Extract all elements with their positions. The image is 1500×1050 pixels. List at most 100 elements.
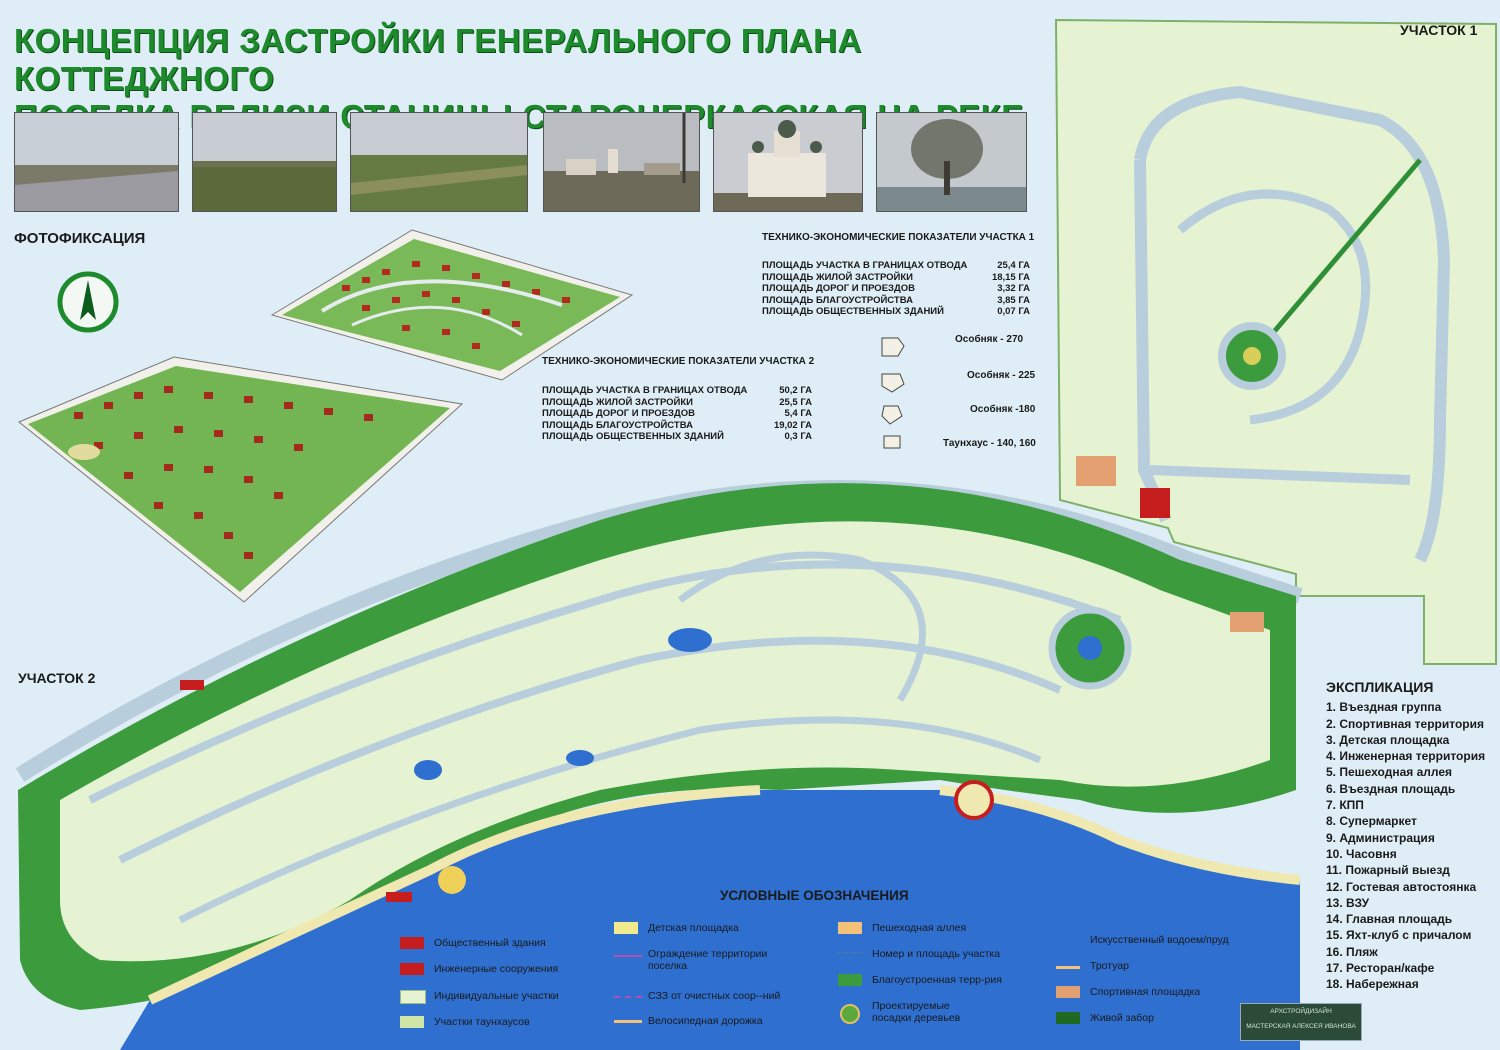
tep2-title: ТЕХНИКО-ЭКОНОМИЧЕСКИЕ ПОКАЗАТЕЛИ УЧАСТКА… [542, 356, 815, 367]
tep1-title: ТЕХНИКО-ЭКОНОМИЧЕСКИЕ ПОКАЗАТЕЛИ УЧАСТКА… [762, 232, 1035, 243]
legend-label: Пешеходная аллея [872, 922, 967, 934]
pond [668, 628, 712, 652]
explication-item: 13. ВЗУ [1326, 895, 1370, 910]
explication-item: 8. Супермаркет [1326, 814, 1417, 829]
lot-number-icon [838, 952, 862, 957]
site-2-label: УЧАСТОК 2 [18, 670, 96, 686]
legend-label: Номер и площадь участка [872, 948, 1001, 960]
legend-swatch-townhouse [400, 1016, 424, 1028]
explication-item: 6. Въездная площадь [1326, 781, 1456, 796]
site-1-public-building [1140, 488, 1170, 518]
legend-label: Велосипедная дорожка [648, 1015, 763, 1027]
house-type-180: Особняк -180 [970, 404, 1036, 415]
explication-item: 10. Часовня [1326, 846, 1397, 861]
legend-title: УСЛОВНЫЕ ОБОЗНАЧЕНИЯ [720, 888, 909, 903]
site-1-label: УЧАСТОК 1 [1400, 22, 1478, 38]
legend-swatch-engineering [400, 963, 424, 975]
legend-label: Искусственный водоем/пруд [1090, 934, 1229, 946]
photo-field-road [14, 112, 179, 212]
legend-label: Проектируемые посадки деревьев [872, 1000, 961, 1024]
tree-icon [840, 1004, 860, 1024]
explication-item: 2. Спортивная территория [1326, 716, 1484, 731]
photo-church [713, 112, 863, 212]
explication-item: 14. Главная площадь [1326, 912, 1453, 927]
aerial-render-site-2 [18, 356, 464, 603]
site-1-central-circle [1218, 322, 1286, 390]
explication-item: 7. КПП [1326, 798, 1364, 813]
legend-label: Тротуар [1090, 960, 1130, 972]
yacht-club [438, 866, 466, 894]
legend-label: Индивидуальные участки [434, 990, 559, 1002]
legend-label: Инженерные сооружения [434, 963, 559, 975]
explication-item: 12. Гостевая автостоянка [1326, 879, 1477, 894]
explication-item: 15. Яхт-клуб с причалом [1326, 928, 1472, 943]
legend-swatch-pond [1056, 934, 1080, 946]
north-arrow-icon [57, 271, 119, 333]
legend-label: Ограждение территории поселка [648, 948, 768, 972]
title-line-1: КОНЦЕПЦИЯ ЗАСТРОЙКИ ГЕНЕРАЛЬНОГО ПЛАНА К… [14, 22, 862, 97]
house-type-225: Особняк - 225 [967, 370, 1036, 381]
explication-item: 9. Администрация [1326, 830, 1435, 845]
explication-list: ЭКСПЛИКАЦИЯ 1. Въездная группа 2. Спорти… [1326, 679, 1496, 993]
bike-path-icon [614, 1020, 642, 1023]
fence-line-icon [614, 955, 642, 957]
house-type-270: Особняк - 270 [955, 334, 1024, 345]
photos-label: ФОТОФИКСАЦИЯ [14, 230, 146, 247]
explication-item: 18. Набережная [1326, 977, 1419, 992]
legend-swatch-hedge [1056, 1012, 1080, 1024]
legend-label: Детская площадка [648, 922, 739, 934]
house-type-townhouse: Таунхаус - 140, 160 [943, 438, 1036, 449]
photo-village [543, 112, 700, 212]
aerial-render-site-1 [270, 229, 634, 381]
photo-river-tree [876, 112, 1027, 212]
explication-title: ЭКСПЛИКАЦИЯ [1326, 679, 1434, 695]
explication-item: 3. Детская площадка [1326, 732, 1450, 747]
townhouse-icon [883, 435, 901, 449]
studio-credit-logo: АРХСТРОЙДИЗАЙН МАСТЕРСКАЯ АЛЕКСЕЯ ИВАНОВ… [1240, 1003, 1362, 1041]
site-1-sport-ground [1076, 456, 1116, 486]
house-270-icon [881, 337, 905, 357]
site-1-area [1054, 18, 1497, 665]
river [120, 790, 1300, 1050]
legend-swatch-sport [1056, 986, 1080, 998]
explication-item: 11. Пожарный выезд [1326, 863, 1450, 878]
legend-label: Спортивная площадка [1090, 986, 1201, 998]
legend-swatch-landscaped [838, 974, 862, 986]
site-2-entry-building [180, 680, 204, 690]
explication-item: 16. Пляж [1326, 944, 1378, 959]
house-180-icon [881, 405, 903, 425]
sanitary-zone-icon [614, 996, 642, 998]
explication-item: 1. Въездная группа [1326, 700, 1442, 715]
legend-label: Участки таунхаусов [434, 1016, 530, 1028]
main-square [1048, 606, 1132, 690]
explication-item: 4. Инженерная территория [1326, 749, 1486, 764]
site-1-ring-road [1134, 85, 1451, 563]
house-type-icons [881, 337, 905, 449]
explication-item: 17. Ресторан/кафе [1326, 961, 1435, 976]
photo-steppe [350, 112, 528, 212]
legend-swatch-playground [614, 922, 638, 934]
legend-label: Благоустроенная терр-рия [872, 974, 1002, 986]
legend-swatch-individual [400, 990, 426, 1004]
photo-field-green [192, 112, 337, 212]
restaurant-platform [954, 780, 994, 820]
sidewalk-icon [1056, 966, 1080, 969]
legend-swatch-pedestrian [838, 922, 862, 934]
legend-swatch-public [400, 937, 424, 949]
house-225-icon [881, 373, 905, 393]
legend-label: Живой забор [1090, 1012, 1154, 1024]
explication-item: 5. Пешеходная аллея [1326, 765, 1453, 780]
legend-label: Общественный здания [434, 937, 546, 949]
